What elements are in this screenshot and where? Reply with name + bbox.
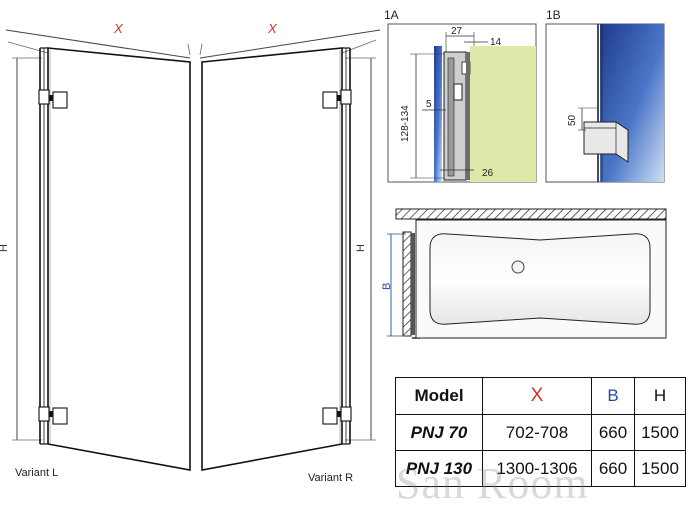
detail-1b-title: 1B <box>546 8 561 22</box>
panel-variant-r: X H Variant R <box>199 21 381 484</box>
row-h: 1500 <box>634 450 686 487</box>
dim-50: 50 <box>567 114 578 126</box>
table-row: PNJ 130 1300-1306 660 1500 <box>395 450 686 487</box>
left-width-dimension-line <box>5 29 191 59</box>
right-width-label: X <box>267 21 278 36</box>
wall-section <box>470 46 536 182</box>
drain-icon <box>511 260 525 274</box>
left-hinge-top <box>38 89 68 109</box>
panel-variant-l: X H Variant L <box>0 21 191 479</box>
row-x: 1300-1306 <box>482 450 592 487</box>
left-glass-door <box>47 47 191 471</box>
detail-1a-title: 1A <box>384 8 399 22</box>
spec-table: Model X B H PNJ 70 702-708 660 1500 PNJ … <box>395 377 686 487</box>
detail-1b: 1B 50 <box>545 8 665 183</box>
dim-14: 14 <box>490 37 502 48</box>
right-hinge-top <box>322 89 352 109</box>
detail-1a: 1A 27 14 5 128-134 26 <box>384 8 537 183</box>
left-height-label: H <box>0 244 10 252</box>
header-b: B <box>591 377 635 415</box>
header-model: Model <box>395 377 483 415</box>
row-model: PNJ 130 <box>395 450 483 487</box>
row-h: 1500 <box>634 414 686 451</box>
row-x: 702-708 <box>482 414 592 451</box>
bath-width-label: B <box>381 283 393 290</box>
row-b: 660 <box>591 450 635 487</box>
right-hinge-bottom <box>322 406 352 425</box>
left-variant-caption: Variant L <box>15 467 58 479</box>
glass-panel-1b <box>600 24 664 182</box>
right-variant-caption: Variant R <box>308 472 353 484</box>
left-hinge-bottom <box>38 406 68 425</box>
row-model: PNJ 70 <box>395 414 483 451</box>
dim-5: 5 <box>426 99 432 110</box>
wall-hatch-top <box>395 208 667 220</box>
header-x: X <box>482 377 592 415</box>
right-glass-door <box>201 47 343 471</box>
dim-26: 26 <box>482 168 494 179</box>
dim-128-134: 128-134 <box>400 105 411 142</box>
glass-edge-1a <box>434 46 442 182</box>
dim-27: 27 <box>451 26 463 37</box>
bathtub-basin <box>429 233 651 325</box>
table-row: PNJ 70 702-708 660 1500 <box>395 414 686 451</box>
left-width-label: X <box>113 21 124 36</box>
header-h: H <box>634 377 686 415</box>
bath-top-view: B <box>381 208 667 339</box>
wall-hatch-side <box>402 231 412 337</box>
right-width-dimension-line <box>199 29 381 59</box>
row-b: 660 <box>591 414 635 451</box>
right-height-label: H <box>355 244 367 252</box>
table-header-row: Model X B H <box>395 377 686 415</box>
